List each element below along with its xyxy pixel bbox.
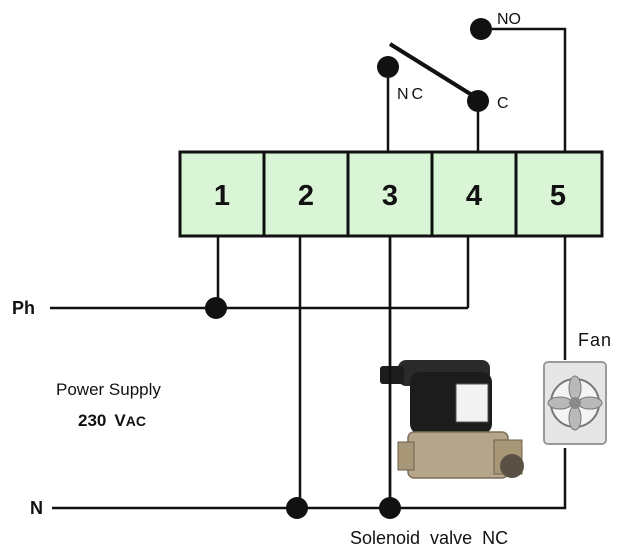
voltage-value: 230 bbox=[78, 411, 106, 430]
c-contact-dot bbox=[467, 90, 489, 112]
valve-connector bbox=[380, 366, 404, 384]
nc-contact-dot bbox=[377, 56, 399, 78]
relay-switch-arm bbox=[388, 42, 482, 102]
voltage-unit-v: V bbox=[114, 411, 126, 430]
terminal-4 bbox=[430, 150, 518, 238]
valve-outlet bbox=[500, 454, 524, 478]
nc-label: NC bbox=[397, 86, 426, 103]
terminal-2 bbox=[262, 150, 350, 238]
fan-label: Fan bbox=[578, 330, 612, 350]
terminal-3 bbox=[346, 150, 434, 238]
neutral-junction-dot-2 bbox=[286, 497, 308, 519]
no-wire bbox=[492, 27, 567, 151]
neutral-wire bbox=[52, 448, 567, 510]
neutral-label: N bbox=[30, 498, 43, 518]
solenoid-valve-image bbox=[380, 360, 524, 479]
terminal-3-label: 3 bbox=[382, 180, 398, 212]
terminal-block: 1 2 3 4 5 bbox=[178, 150, 604, 238]
terminal-2-label: 2 bbox=[298, 180, 314, 212]
valve-body bbox=[407, 431, 509, 479]
terminal-1 bbox=[178, 150, 266, 238]
no-label: NO bbox=[497, 11, 521, 28]
valve-label: Solenoid valve NC bbox=[350, 528, 508, 548]
phase-junction-dot bbox=[205, 297, 227, 319]
fan-image: Fan bbox=[543, 330, 612, 445]
valve-port-left bbox=[397, 441, 415, 471]
terminal-5 bbox=[514, 150, 604, 238]
valve-nameplate bbox=[455, 383, 489, 423]
terminal-1-label: 1 bbox=[214, 180, 230, 212]
phase-line: Ph bbox=[12, 236, 470, 319]
fan-blades bbox=[547, 375, 603, 431]
no-contact-dot bbox=[470, 18, 492, 40]
phase-label: Ph bbox=[12, 298, 35, 318]
fan-hub bbox=[569, 397, 581, 409]
c-label: C bbox=[497, 95, 509, 112]
voltage-unit-ac: AC bbox=[126, 413, 146, 429]
power-supply-label: Power Supply 230 VAC bbox=[56, 380, 161, 430]
power-supply-title: Power Supply bbox=[56, 380, 161, 399]
terminal-4-label: 4 bbox=[466, 180, 482, 212]
relay-contacts: NO NC C bbox=[377, 11, 567, 151]
power-supply-voltage: 230 VAC bbox=[78, 411, 146, 430]
terminal-5-label: 5 bbox=[550, 180, 566, 212]
